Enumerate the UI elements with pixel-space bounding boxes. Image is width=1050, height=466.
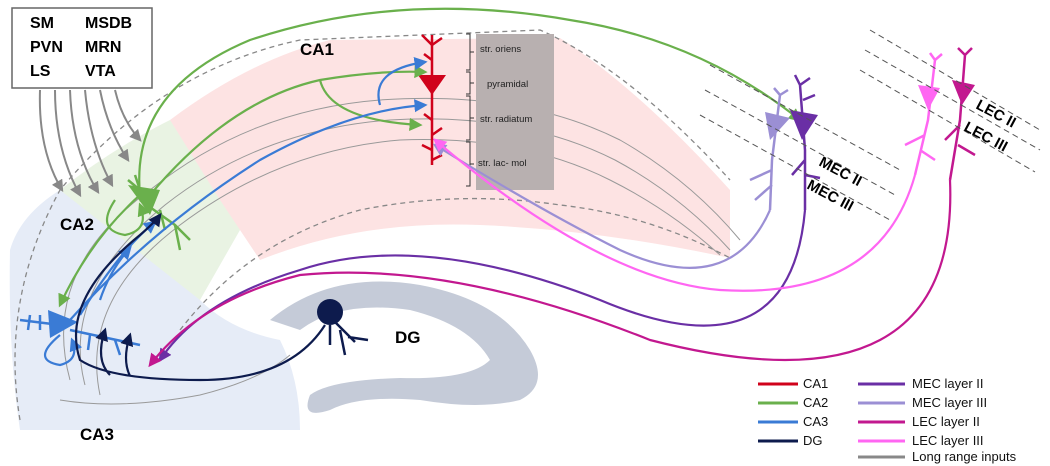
layer-label-radiatum: str. radiatum <box>480 114 532 125</box>
legend-label-ca2: CA2 <box>803 395 828 410</box>
legend-label-lec2: LEC layer II <box>912 414 980 429</box>
input-mrn: MRN <box>85 39 121 56</box>
lec3-neuron <box>904 52 943 176</box>
input-ls: LS <box>30 63 51 80</box>
mec3-neuron <box>749 87 790 211</box>
label-dg: DG <box>395 328 421 347</box>
layer-box <box>476 34 554 190</box>
ca1-region-fill <box>170 38 730 260</box>
legend-label-ca1: CA1 <box>803 376 828 391</box>
dg-projections <box>74 212 326 382</box>
input-sm: SM <box>30 15 54 32</box>
long-range-inputs-box <box>11 7 153 89</box>
hippocampus-outline <box>14 29 731 421</box>
label-ca1: CA1 <box>300 40 334 59</box>
layer-label-pyramidal: pyramidal <box>487 79 528 90</box>
hippocampus-inner-outline <box>179 197 731 331</box>
legend-label-mec2: MEC layer II <box>912 376 984 391</box>
region-fills <box>9 38 730 430</box>
legend-label-mec3: MEC layer III <box>912 395 987 410</box>
input-pvn: PVN <box>30 39 63 56</box>
mec2-neuron <box>790 74 821 210</box>
legend-label-dg: DG <box>803 433 823 448</box>
label-ca3: CA3 <box>80 425 114 444</box>
ca3-region-fill <box>9 170 300 430</box>
ca1-neuron <box>418 34 446 165</box>
lec2-neuron <box>944 47 976 181</box>
layer-brackets <box>466 33 474 187</box>
legend: CA1 CA2 CA3 DG MEC layer II MEC layer II… <box>758 376 1017 464</box>
dg-region <box>270 281 538 413</box>
long-range-input-arrows <box>38 89 142 198</box>
legend-label-lec3: LEC layer III <box>912 433 984 448</box>
ca2-projections <box>58 7 803 308</box>
ec-projections <box>148 138 952 368</box>
legend-label-ca3: CA3 <box>803 414 828 429</box>
ec-layer-lines <box>699 29 1041 221</box>
legend-label-long-range: Long range inputs <box>912 449 1017 464</box>
input-vta: VTA <box>85 63 116 80</box>
label-ca2: CA2 <box>60 215 94 234</box>
layer-label-oriens: str. oriens <box>480 44 521 55</box>
dg-neuron <box>317 299 369 356</box>
input-msdb: MSDB <box>85 15 132 32</box>
layer-label-lacmol: str. lac- mol <box>478 158 527 169</box>
